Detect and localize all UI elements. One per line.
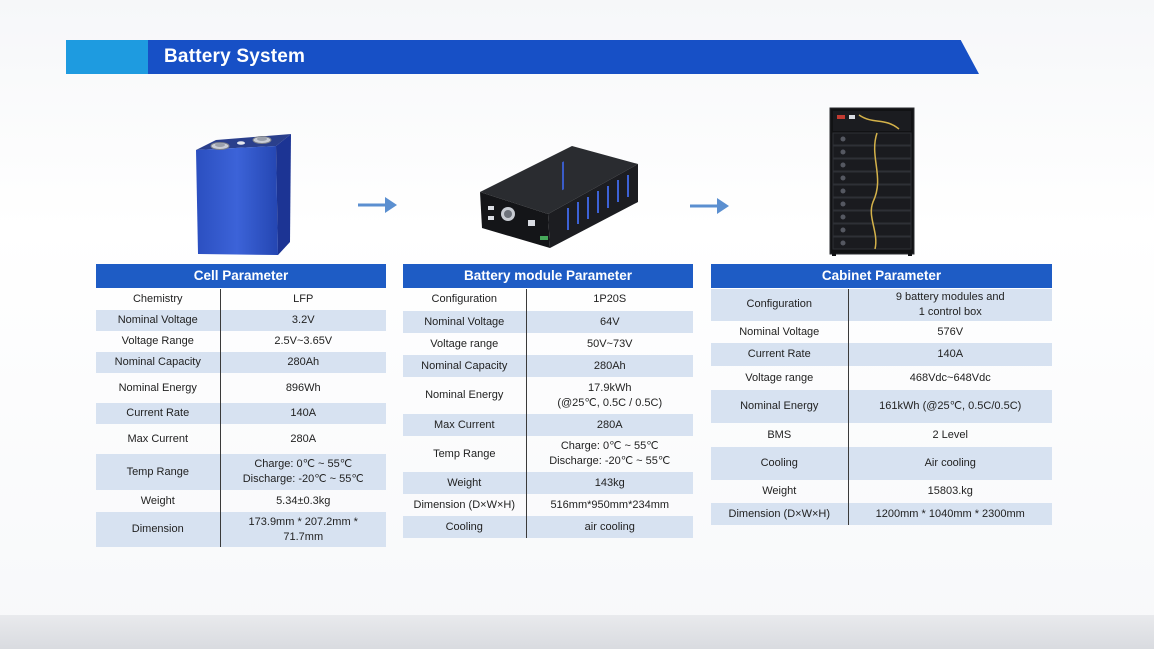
param-value: 280A — [526, 414, 693, 436]
param-label: Current Rate — [96, 403, 221, 424]
param-label: Chemistry — [96, 288, 221, 310]
param-label: Current Rate — [711, 343, 849, 366]
param-value: LFP — [293, 292, 314, 305]
param-label: Max Current — [403, 414, 527, 436]
param-value: 3.2V — [220, 310, 386, 331]
param-label: Weight — [96, 490, 221, 512]
param-value: 5.34±0.3kg — [276, 494, 331, 507]
param-value: 50V~73V — [586, 337, 633, 350]
param-label: Dimension — [96, 512, 221, 547]
banner-bar — [148, 40, 979, 74]
param-value: 173.9mm * 207.2mm * 71.7mm — [220, 512, 386, 547]
param-value: 2.5V~3.65V — [274, 335, 333, 348]
param-label: BMS — [711, 423, 849, 447]
param-value: 468Vdc~648Vdc — [909, 371, 991, 384]
battery-cabinet-image — [829, 107, 915, 256]
param-value: 15803.kg — [927, 485, 973, 498]
param-value: 2 Level — [932, 428, 968, 441]
param-label: Dimension (D×W×H) — [403, 494, 527, 516]
table-title: Cabinet Parameter — [711, 264, 1052, 289]
param-value: 280A — [290, 432, 317, 445]
param-value: 64V — [526, 311, 693, 333]
battery-cell-image — [196, 134, 291, 255]
param-value: 17.9kWh (@25℃, 0.5C / 0.5C) — [557, 381, 663, 409]
banner-accent — [66, 40, 148, 74]
param-label: Nominal Capacity — [96, 352, 221, 373]
param-value: Charge: 0℃ ~ 55℃ Discharge: -20℃ ~ 55℃ — [220, 454, 386, 490]
param-value: 516mm*950mm*234mm — [550, 498, 670, 511]
param-value: 140A — [848, 343, 1052, 366]
param-label: Configuration — [403, 288, 527, 311]
table-title: Battery module Parameter — [403, 264, 693, 289]
param-label: Dimension (D×W×H) — [711, 503, 849, 525]
module-parameter-table: Battery module Parameter Configuration 1P… — [403, 264, 693, 538]
param-value: 280Ah — [220, 352, 386, 373]
param-value: 140A — [220, 403, 386, 424]
param-label: Max Current — [96, 424, 221, 454]
param-value: 1200mm * 1040mm * 2300mm — [848, 503, 1052, 525]
param-value: 896Wh — [285, 381, 321, 394]
param-label: Configuration — [711, 288, 849, 321]
param-value: 280Ah — [526, 355, 693, 377]
param-label: Nominal Energy — [96, 373, 221, 403]
section-banner: Battery System — [66, 40, 979, 74]
param-value: 161kWh (@25℃, 0.5C/0.5C) — [848, 390, 1052, 423]
param-label: Cooling — [403, 516, 527, 538]
param-value: 576V — [937, 325, 964, 338]
cell-parameter-table: Cell Parameter Chemistry LFP Nominal Volt… — [96, 264, 386, 547]
param-label: Nominal Voltage — [711, 321, 849, 343]
param-value: 1P20S — [593, 293, 627, 306]
param-label: Weight — [711, 480, 849, 503]
param-value: air cooling — [526, 516, 693, 538]
footer-band — [0, 615, 1154, 649]
right-arrow-icon — [358, 197, 397, 213]
param-label: Nominal Energy — [711, 390, 849, 423]
table-title: Cell Parameter — [96, 264, 386, 289]
param-label: Nominal Voltage — [96, 310, 221, 331]
param-label: Voltage Range — [96, 331, 221, 352]
page-title: Battery System — [164, 46, 306, 67]
param-value: Air cooling — [848, 447, 1052, 480]
battery-module-image — [480, 146, 638, 248]
right-arrow-icon — [690, 198, 729, 214]
param-label: Nominal Energy — [403, 377, 527, 414]
param-value: Charge: 0℃ ~ 55℃ Discharge: -20℃ ~ 55℃ — [549, 440, 671, 467]
param-label: Nominal Voltage — [403, 311, 527, 333]
param-label: Voltage range — [711, 366, 849, 390]
param-label: Temp Range — [403, 436, 527, 472]
param-label: Temp Range — [96, 454, 221, 490]
param-label: Nominal Capacity — [403, 355, 527, 377]
param-label: Voltage range — [403, 333, 527, 355]
param-value: 9 battery modules and 1 control box — [848, 288, 1052, 321]
param-label: Weight — [403, 472, 527, 494]
param-value: 143kg — [526, 472, 693, 494]
param-label: Cooling — [711, 447, 849, 480]
